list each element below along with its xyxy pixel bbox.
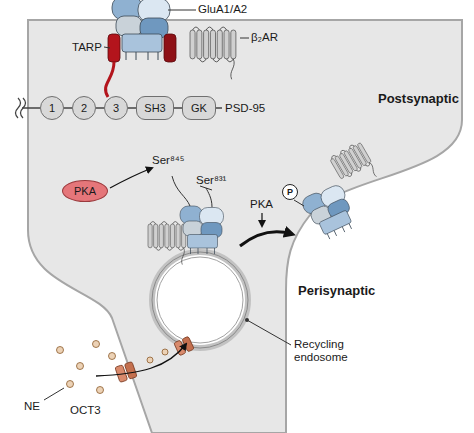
- pdz-domain: 3: [104, 96, 128, 120]
- receptor-label: β₂AR: [251, 31, 278, 44]
- node-text: 3: [113, 103, 119, 114]
- node-text: SH3: [144, 103, 165, 114]
- node-text: PKA: [74, 186, 96, 197]
- protein-domain: SH3: [136, 96, 174, 120]
- region-label: Postsynaptic: [378, 92, 459, 107]
- region-label: Perisynaptic: [298, 284, 375, 299]
- residue-label: Ser⁸⁴⁵: [152, 154, 184, 167]
- domain-linker: [96, 107, 104, 109]
- node-text: P: [287, 188, 293, 197]
- protein-domain: GK: [182, 96, 216, 120]
- pdz-domain: 1: [40, 96, 64, 120]
- domain-linker: [128, 107, 136, 109]
- domain-linker: [64, 107, 72, 109]
- node-text: GK: [191, 103, 207, 114]
- node-text: 1: [49, 103, 55, 114]
- protein-label: TARP: [72, 41, 102, 54]
- kinase-oval: PKA: [62, 180, 108, 202]
- phosphate-circle: P: [282, 184, 298, 200]
- residue-label: Ser⁸³¹: [196, 174, 226, 187]
- pdz-domain: 2: [72, 96, 96, 120]
- molecule-label: NE: [24, 400, 40, 413]
- organelle-label: Recycling endosome: [294, 338, 366, 364]
- transporter-label: OCT3: [70, 404, 101, 417]
- kinase-label: PKA: [250, 198, 273, 211]
- protein-label: GluA1/A2: [198, 3, 247, 16]
- node-text: 2: [81, 103, 87, 114]
- protein-label: PSD-95: [225, 102, 265, 115]
- domain-linker: [174, 107, 182, 109]
